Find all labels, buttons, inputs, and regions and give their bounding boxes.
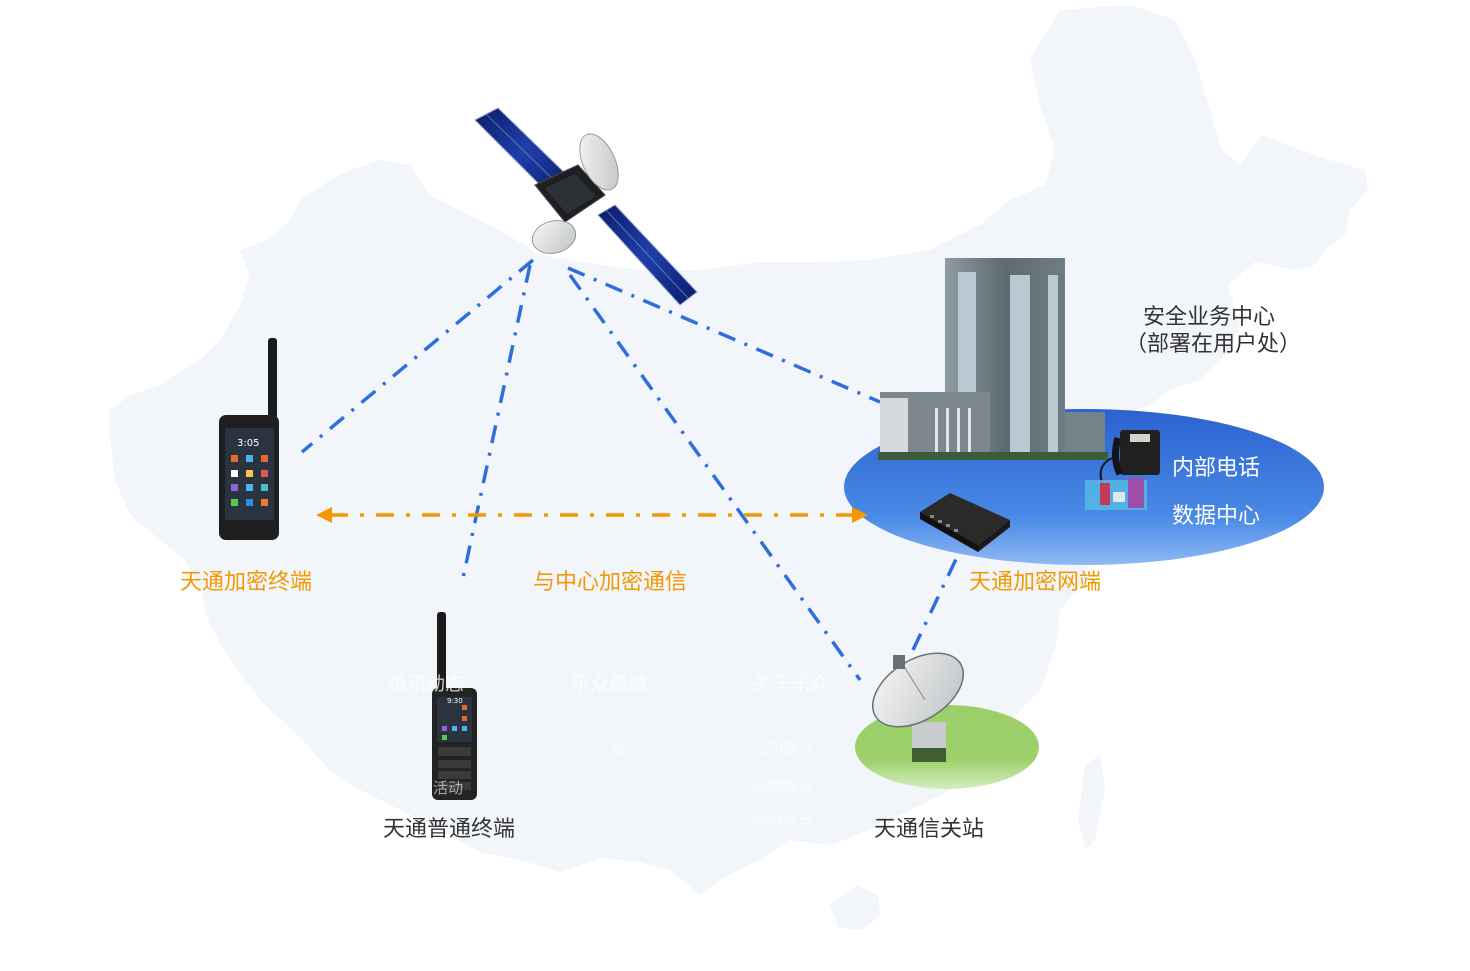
standard-phone-screen-time: 9:30: [447, 697, 463, 705]
link-encrypted-terminal-network-end: [316, 507, 868, 523]
satellite-icon: [474, 107, 698, 306]
link-satellite-security-center: [567, 266, 881, 404]
ghost-submenu-company-intro: 公司简介: [753, 740, 814, 758]
link-gateway-network-end: [911, 554, 960, 651]
servers-icon: [1085, 478, 1147, 510]
ghost-submenu-mall: 城: [610, 740, 626, 758]
hainan-island: [830, 885, 880, 930]
internal-phone-label: 内部电话: [1172, 456, 1261, 481]
security-center-label: 安全业务中心: [1143, 305, 1276, 330]
desk-phone-icon: [1099, 430, 1160, 494]
encrypted-phone-screen-time: 3:05: [237, 438, 260, 449]
encrypted-terminal-label: 天通加密终端: [180, 570, 313, 595]
link-satellite-encrypted-terminal: [300, 258, 535, 454]
link-satellite-standard-terminal: [461, 264, 532, 579]
link-satellite-gateway: [568, 273, 862, 682]
rugged-smartphone-icon: [219, 338, 279, 540]
network-end-label: 天通加密网端: [969, 570, 1102, 595]
ghost-menu-news: 资讯动态: [388, 673, 465, 695]
ghost-submenu-brand-concept: 品牌概念: [753, 777, 814, 795]
gateway-label: 天通信关站: [874, 817, 985, 842]
encryption-gateway-box-icon: [920, 493, 1010, 552]
office-building-icon: [878, 258, 1108, 460]
ghost-menu-mall: 乐众商城: [571, 673, 648, 695]
standard-terminal-label: 天通普通终端: [383, 817, 516, 842]
arrow-right-icon: [852, 507, 868, 523]
ghost-submenu-activity: 活动: [433, 779, 464, 797]
china-map-silhouette: [110, 5, 1368, 895]
encrypted-link-label: 与中心加密通信: [533, 570, 688, 595]
dish-antenna-icon: [871, 652, 965, 762]
data-center-label: 数据中心: [1172, 504, 1261, 529]
ghost-submenu-honors: 荣誉证书: [753, 814, 814, 832]
arrow-left-icon: [316, 507, 332, 523]
ghost-menu-about: 关于乐众: [753, 673, 830, 695]
security-center-sublabel: （部署在用户处）: [1125, 332, 1302, 357]
taiwan-island: [1078, 755, 1105, 850]
satellite-feature-phone-icon: [432, 612, 477, 800]
